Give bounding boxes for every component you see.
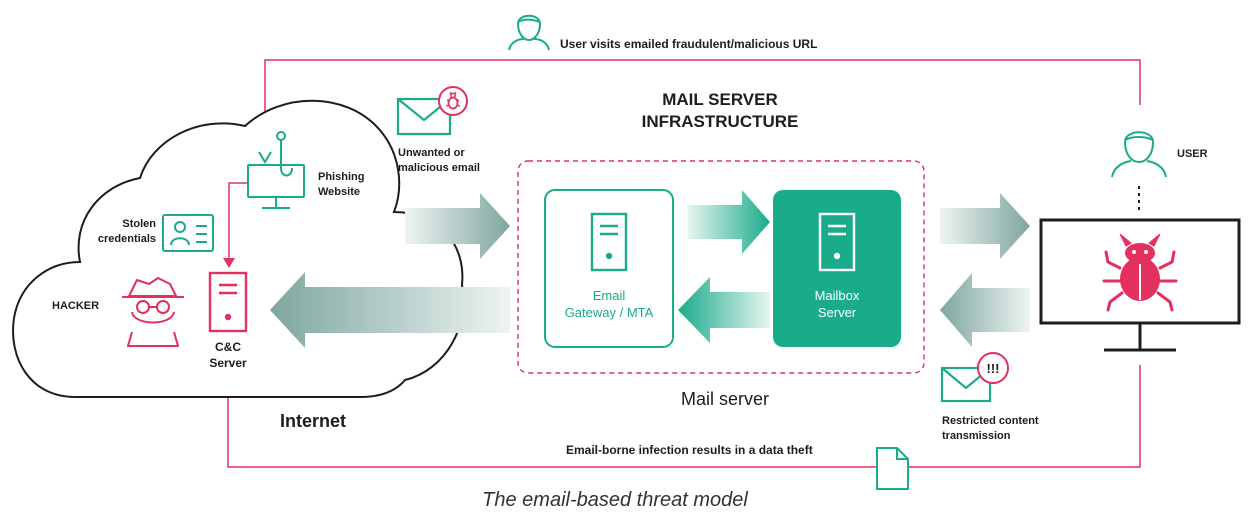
email-gateway-label: Email Gateway / MTA: [545, 287, 673, 321]
unwanted-email-label-line1: Unwanted or: [398, 147, 465, 159]
stolen-credentials-label-line1: Stolen: [122, 218, 156, 230]
spy-icon: [122, 277, 184, 347]
cc-server-label-line1: C&C: [215, 340, 241, 354]
email-gateway-box: [544, 189, 674, 348]
phishing-website-label-line2: Website: [318, 186, 360, 198]
mailbox-server-box: [773, 190, 901, 347]
arrow-mailbox-to-user: [940, 193, 1030, 259]
cc-server-icon: [208, 271, 248, 333]
monitor-bug-icon: [1039, 218, 1241, 352]
user-visits-label: User visits emailed fraudulent/malicious…: [560, 37, 818, 51]
cc-server-label: C&C Server: [198, 339, 258, 371]
email-gateway-label-line2: Gateway / MTA: [564, 305, 654, 320]
arrow-mailbox-to-gateway: [678, 277, 770, 343]
data-theft-path: [227, 365, 1141, 468]
arrow-gateway-to-internet: [270, 272, 510, 348]
phishing-to-cc-path: [228, 182, 248, 262]
stolen-credentials-label: Stolen credentials: [80, 217, 156, 247]
mail-server-label: Mail server: [680, 389, 769, 409]
phishing-website-label-line1: Phishing: [318, 171, 365, 183]
hacker-label: HACKER: [52, 300, 100, 312]
user-icon: [508, 14, 550, 51]
mail-infrastructure-title: MAIL SERVER INFRASTRUCTURE: [600, 89, 840, 133]
url-visit-path: [264, 59, 1141, 130]
envelope-alert-icon: !!!: [940, 352, 1009, 403]
server-icon: [818, 212, 856, 272]
document-icon: [876, 447, 909, 490]
id-card-icon: [162, 214, 214, 252]
alert-mark: !!!: [987, 361, 1000, 376]
restricted-content-label-line2: transmission: [942, 430, 1011, 442]
restricted-content-label-line1: Restricted content: [942, 415, 1039, 427]
envelope-bug-icon: [396, 86, 468, 136]
restricted-content-label: Restricted content transmission: [942, 414, 1082, 444]
mailbox-server-label: Mailbox Server: [773, 287, 901, 321]
mailbox-server-label-line2: Server: [817, 305, 857, 320]
unwanted-email-label-line2: malicious email: [398, 162, 480, 174]
email-gateway-label-line1: Email: [592, 288, 626, 303]
mail-server-boundary: [517, 160, 925, 374]
internet-label: Internet: [280, 411, 347, 431]
arrow-user-to-mailbox: [940, 273, 1030, 347]
user-label: USER: [1177, 148, 1208, 160]
server-icon: [590, 212, 628, 272]
hook-monitor-icon: [247, 131, 305, 209]
phishing-website-label: Phishing Website: [318, 170, 398, 200]
phishing-to-cc-arrowhead: [223, 258, 235, 268]
user-icon: [1111, 131, 1167, 178]
cc-server-label-line2: Server: [209, 356, 247, 370]
mailbox-server-label-line1: Mailbox: [814, 288, 860, 303]
arrow-internet-to-gateway: [405, 193, 510, 259]
stolen-credentials-label-line2: credentials: [97, 233, 156, 245]
data-theft-label: Email-borne infection results in a data …: [566, 443, 813, 457]
mail-infrastructure-title-line2: INFRASTRUCTURE: [641, 112, 799, 131]
arrow-gateway-to-mailbox: [688, 190, 770, 254]
unwanted-email-label: Unwanted or malicious email: [398, 146, 518, 176]
mail-infrastructure-title-line1: MAIL SERVER: [662, 90, 778, 109]
caption: The email-based threat model: [482, 489, 748, 511]
